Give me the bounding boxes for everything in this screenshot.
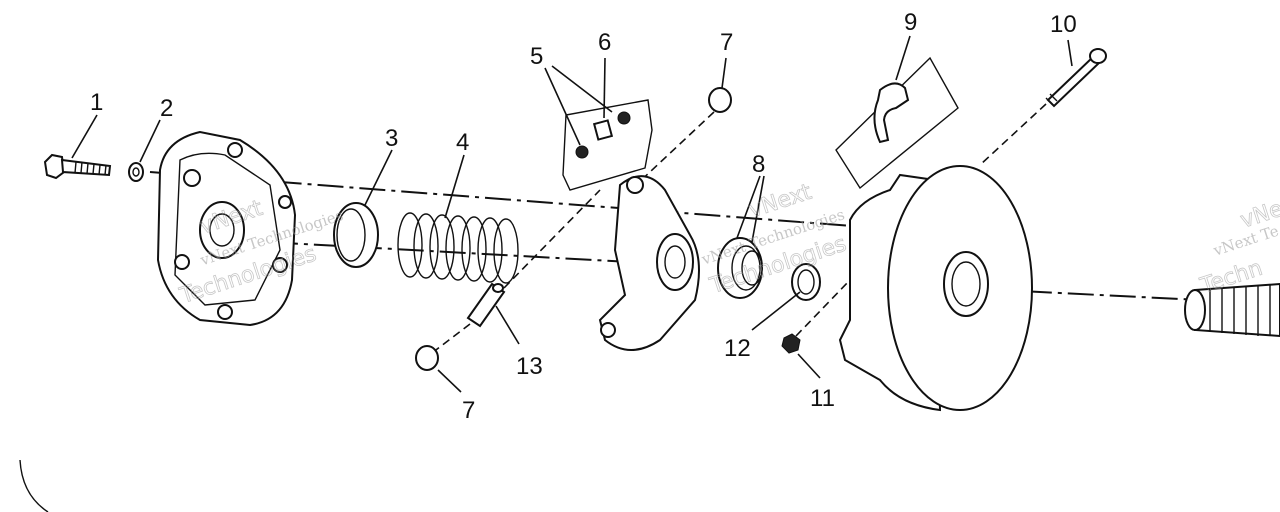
callout-12: 12 [724,335,751,362]
moveable-sheave [838,165,1033,412]
part-8-bushings [717,237,763,299]
callout-7-bottom: 7 [462,397,475,424]
callout-7-top: 7 [720,29,733,56]
part-5-6-nuts-box [562,99,653,191]
callout-9: 9 [904,9,917,36]
part-11-nut [781,279,851,354]
callout-6: 6 [598,29,611,56]
callout-10: 10 [1050,11,1077,38]
part-9-clip-box [835,56,959,190]
callout-8: 8 [752,151,765,178]
callout-11: 11 [810,385,835,412]
spider-bracket [598,175,700,351]
part-3-ring [333,202,379,268]
cover-plate [156,130,297,327]
part-7-roller-bottom [415,345,439,371]
part-2-washer [128,162,144,182]
callout-13: 13 [516,353,543,380]
watermark-center: vNext vNext Technologies Technologies [699,179,850,299]
watermark-right: vNext vNext Te Techn [1196,189,1280,299]
frame-corner-curve [19,459,49,512]
part-1-bolt [43,153,112,180]
callout-3: 3 [385,125,398,152]
callout-4: 4 [456,129,469,156]
callout-2: 2 [160,95,173,122]
callout-5: 5 [530,43,543,70]
part-12-ring [791,263,821,301]
callout-1: 1 [90,89,103,116]
leader-lines [71,35,1073,393]
drive-shaft [1184,282,1280,338]
part-10-bolt [979,48,1107,166]
part-4-spring [397,212,519,284]
